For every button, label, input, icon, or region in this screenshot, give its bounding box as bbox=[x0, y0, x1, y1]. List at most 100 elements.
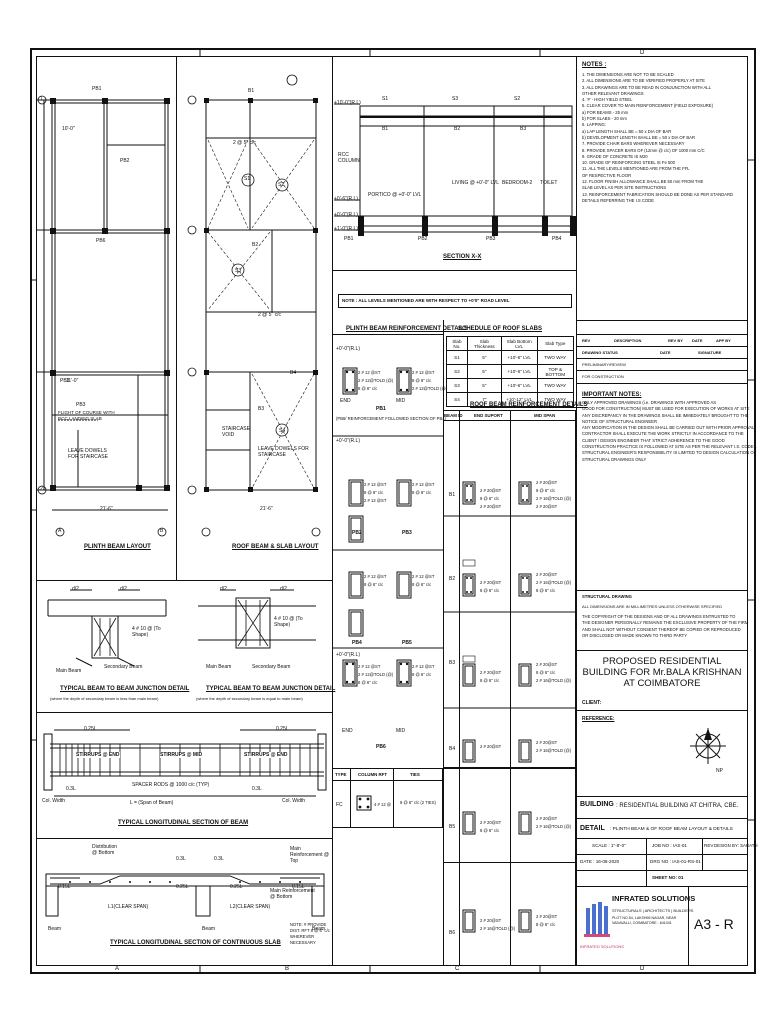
copy-line: OR DISCLOSED OR MADE KNOWN TO THIRD PART… bbox=[582, 632, 688, 638]
plinth-section-name: PB4 bbox=[352, 640, 362, 646]
plinth-section-name: PB2 bbox=[352, 530, 362, 536]
plinth-reinf-level: +0'-0"(R.L) bbox=[336, 652, 360, 658]
plinth-bar-label: 2 # 12 @ST bbox=[412, 664, 435, 669]
junction-2-dim: d/2 bbox=[280, 586, 287, 592]
column-section-icon bbox=[356, 795, 372, 811]
schedule-cell: TOP & BOTTOM bbox=[536, 364, 575, 379]
column-rft: 4 # 12 @ bbox=[374, 802, 392, 807]
slab-main-bot-label: Main Reinforcement @ Bottom bbox=[270, 888, 315, 900]
column-ties: 8 @ 6" c/c (2 TIES) bbox=[400, 800, 436, 805]
detail-label: DETAIL bbox=[580, 825, 605, 832]
slab-main-top-label: Main Reinforcement @ Top bbox=[290, 846, 329, 864]
roof-bar-label: 2 # 16@TOLD (@) bbox=[536, 824, 572, 829]
roof-reinf-sections bbox=[443, 481, 576, 763]
bottom-border-mark-c: C bbox=[455, 966, 460, 972]
roof-bar-label: 2 # 20@ST bbox=[536, 740, 558, 745]
firm-address: PLOT NO.54, LAKSHMI NAGAR, NEAR VADAVALL… bbox=[612, 916, 677, 925]
roof-bar-label: 8 @ 6" c/c bbox=[536, 588, 556, 593]
drawing-area bbox=[36, 56, 748, 966]
plinth-section-name: PB1 bbox=[376, 406, 386, 412]
roof-bar-label: 2 # 16@TOLD (@) bbox=[536, 678, 572, 683]
copy-line: AND SHALL NOT WITHOUT CONSENT THEREOF BE… bbox=[582, 626, 741, 632]
roof-bar-label: 2 # 16@TOLD (@) bbox=[480, 926, 516, 931]
divider bbox=[443, 862, 576, 863]
section-roof-label: S1 bbox=[382, 96, 389, 102]
roof-dowel-note: LEAVE DOWELS FOR STAIRCASE bbox=[258, 446, 309, 458]
roof-bar-label: 2 # 20@ST bbox=[480, 488, 502, 493]
long-beam-drawing bbox=[43, 729, 327, 797]
grid-bubble-label: B bbox=[160, 528, 164, 534]
divider bbox=[688, 886, 689, 966]
section-beam-label: PB4 bbox=[552, 236, 562, 242]
important-notes-list: ONLY APPROVED DRAWINGS (i.e. DRAWINGS WI… bbox=[582, 400, 756, 463]
junction-detail-2-drawing bbox=[198, 589, 316, 649]
section-roof-label: S3 bbox=[452, 96, 459, 102]
schedule-cell: +10'-6" LVL bbox=[500, 378, 538, 393]
long-beam-spacer: SPACER RODS @ 1000 c/c (TYP) bbox=[132, 782, 210, 788]
plinth-beam-label: PB3 bbox=[76, 402, 86, 408]
plinth-reinf-sections bbox=[333, 367, 443, 687]
junction-1-title: TYPICAL BEAM TO BEAM JUNCTION DETAIL bbox=[60, 686, 190, 692]
roof-bar-label: 2 # 20@ST bbox=[536, 914, 558, 919]
roof-reinf-beam-id: B1 bbox=[449, 492, 456, 498]
roof-reinf-header: END SUPORT bbox=[474, 413, 503, 418]
divider bbox=[459, 410, 460, 768]
north-arrow-icon: NP bbox=[690, 728, 726, 774]
rev-status-header: SIGNATURE bbox=[698, 350, 722, 355]
roof-reinf-title: ROOF BEAM REINFORCEMENT DETAILS bbox=[470, 402, 588, 408]
roof-bar-label: 2 # 20@ST bbox=[536, 480, 558, 485]
note-line: 4. '#' - HIGH YIELD STEEL bbox=[582, 97, 633, 103]
drawing-sheet-frame bbox=[30, 48, 756, 974]
roof-bar-label: 2 # 20@ST bbox=[536, 504, 558, 509]
divider bbox=[332, 334, 443, 335]
divider bbox=[576, 886, 748, 887]
roof-beam-label: B2 bbox=[252, 242, 259, 248]
roof-bar-label: 8 @ 6" c/c bbox=[480, 828, 500, 833]
plinth-bar-label: 8 @ 6" c/c bbox=[364, 582, 384, 587]
plinth-bar-label: 2 # 12 @ST bbox=[358, 370, 381, 375]
junction-1-dim: d/2 bbox=[72, 586, 79, 592]
important-line: CLIENT / DESIGN ENGINEER THAT STRICT ADH… bbox=[582, 437, 725, 443]
client-label: CLIENT: bbox=[582, 700, 602, 706]
schedule-cell: +10'-6" LVL bbox=[500, 350, 538, 365]
copy-line: THE COPYRIGHT OF THE DESIGNS AND OF ALL … bbox=[582, 614, 736, 619]
plinth-section-tag: MID bbox=[396, 728, 406, 734]
long-beam-stirrup-label: STIRRUPS @ END bbox=[76, 752, 120, 758]
note-line: 1. THE DIMENSIONS ARE NOT TO BE SCALED bbox=[582, 72, 674, 77]
rev-header: DATE bbox=[692, 338, 703, 343]
slab-ratio: 0.3L bbox=[176, 856, 186, 862]
rev-header: DESCRIPTION bbox=[614, 338, 642, 343]
plinth-bar-label: 2 # 12@TOLD (@) bbox=[412, 386, 448, 391]
note-line: OF RESPECTIVE FLOOR bbox=[582, 172, 632, 178]
sheet-code: A3 - R bbox=[694, 916, 734, 932]
section-room-label: BEDROOM-2 bbox=[502, 180, 533, 186]
schedule-header: Slab Type bbox=[536, 336, 575, 351]
divider bbox=[332, 56, 333, 966]
roof-slab-label: S3 bbox=[235, 268, 242, 274]
schedule-cell: 7" bbox=[466, 392, 502, 407]
note-line: 2. ALL DIMENSIONS ARE TO BE VERIFIED PRO… bbox=[582, 78, 705, 84]
roof-reinf-table-lower bbox=[443, 768, 576, 966]
important-line: ONLY APPROVED DRAWINGS (i.e. DRAWINGS WI… bbox=[582, 400, 717, 405]
plinth-dim: 21'-6" bbox=[100, 506, 113, 512]
schedule-header: Slab Bottom LVL bbox=[500, 336, 538, 351]
slab-ratio: 0.25L bbox=[230, 884, 243, 890]
note-line: 11. ALL THE LEVELS MENTIONED ARE FROM TH… bbox=[582, 166, 690, 172]
note-line: 8. PROVIDE SPACER BARS OF (12mm @ c/c) O… bbox=[582, 147, 705, 153]
divider bbox=[576, 358, 748, 359]
roof-slab-label: S1 bbox=[244, 176, 251, 182]
schedule-cell: S1 bbox=[446, 350, 468, 365]
long-beam-ratio: 0.25L bbox=[276, 726, 289, 732]
divider bbox=[576, 334, 748, 335]
long-beam-ratio: 0.25L bbox=[84, 726, 97, 732]
divider bbox=[576, 854, 748, 855]
bottom-border-mark-a: A bbox=[115, 966, 120, 972]
plinth-bar-label: 2 # 12 @ST bbox=[412, 482, 435, 487]
detail-value: : PLINTH BEAM & OF ROOF BEAM LAYOUT & DE… bbox=[610, 827, 733, 832]
roof-slab-label: S2 bbox=[278, 182, 285, 188]
plinth-bar-label: 2 # 12@TOLD (@) bbox=[358, 378, 394, 383]
column-table bbox=[332, 768, 443, 828]
grid-bubble-label: 1 bbox=[40, 96, 43, 102]
roof-bar-label: 8 @ 6" c/c bbox=[480, 588, 500, 593]
